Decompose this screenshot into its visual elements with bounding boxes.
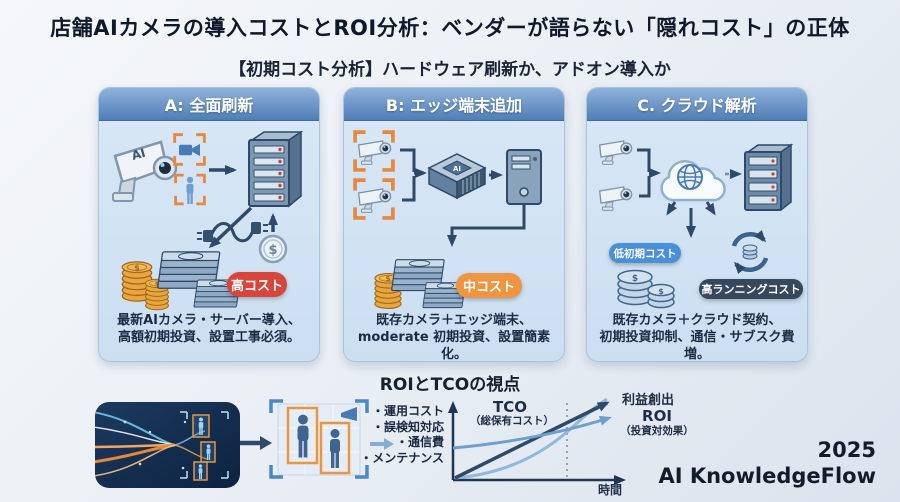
checklist-item: ・メンテナンス — [360, 450, 444, 465]
desc-line: 初期投資抑制、通信・サブスク費増。 — [599, 330, 795, 362]
hidden-cost-checklist: ・運用コスト ・誤検知対応 ・通信費 ・メンテナンス — [348, 404, 444, 466]
pc-tower-icon — [506, 149, 542, 205]
roi-label-block: ROI （投資対効果） — [620, 408, 694, 438]
data-stream-image — [95, 402, 240, 488]
sync-subscription-icon — [731, 229, 769, 275]
stream-detection-boxes — [180, 411, 229, 481]
footer-brand: AI KnowledgeFlow — [658, 464, 876, 488]
person-glyph-icon — [186, 176, 194, 204]
checklist-item: ・運用コスト — [371, 404, 444, 418]
roi-tco-chart — [448, 397, 626, 485]
corner-brackets — [269, 399, 369, 479]
cost-badge-low-initial: 低初期コスト — [609, 243, 681, 263]
dollar-coin-icon: $ — [258, 234, 288, 264]
tco-label: TCO — [493, 398, 527, 416]
svg-text:$: $ — [658, 287, 664, 296]
camera-icon — [598, 140, 633, 212]
desc-line: 高額初期投資、設置工事必須。 — [117, 330, 300, 345]
arrow-cloud-down-left — [666, 201, 678, 216]
server-rack-icon — [744, 143, 794, 212]
ai-camera-icon: AI — [112, 140, 178, 202]
people-detection-icon — [269, 399, 369, 479]
power-cable-icon — [197, 222, 268, 243]
cost-badge-mid: 中コスト — [456, 273, 522, 298]
panel-a-description: 最新AIカメラ・サーバー導入、 高額初期投資、設置工事必須。 — [104, 312, 314, 346]
panel-b-header: B: エッジ端末追加 — [344, 88, 564, 121]
profit-line — [454, 401, 610, 480]
time-axis-label: 時間 — [597, 483, 622, 497]
coin-stack-icon: $ $ — [617, 269, 675, 309]
flag-icon — [341, 407, 357, 421]
page-title: 店舗AIカメラの導入コストとROI分析：ベンダーが語らない「隠れコスト」の正体 — [50, 16, 850, 40]
detection-frame-icon — [173, 133, 206, 206]
panel-full-renewal: A: 全面刷新 AI — [98, 87, 320, 362]
connector-lines — [637, 148, 651, 198]
page-subtitle: 【初期コスト分析】ハードウェア刷新か、アドオン導入か — [229, 60, 671, 80]
panel-c-illustration: $ $ — [598, 140, 794, 309]
panel-a-illustration: AI — [112, 130, 304, 311]
video-glyph-icon — [179, 143, 200, 157]
section-title: ROIとTCOの視点 — [379, 375, 521, 395]
checklist-item: ・通信費 — [395, 435, 444, 449]
roi-label: ROI — [642, 407, 672, 425]
panel-cloud-analysis: C. クラウド解析 — [586, 87, 808, 362]
profit-label: 利益創出 — [622, 393, 675, 408]
panel-c-header: C. クラウド解析 — [587, 88, 807, 121]
checklist-item: ・誤検知対応 — [371, 419, 444, 434]
panel-c-description: 既存カメラ＋クラウド契約、 初期投資抑制、通信・サブスク費増。 — [592, 312, 802, 363]
detection-box — [286, 406, 319, 465]
light-stream-lines — [95, 411, 208, 477]
svg-text:$: $ — [268, 243, 277, 258]
arrow-cloud-down-right — [704, 201, 716, 216]
cost-badge-high: 高コスト — [227, 272, 287, 297]
footer-year: 2025 — [817, 438, 876, 462]
camera-icon — [355, 132, 393, 218]
flow-arrow-icon — [240, 436, 272, 450]
camera-ai-label: AI — [130, 146, 147, 163]
tco-sublabel: （総保有コスト） — [470, 415, 554, 427]
detection-box — [319, 421, 351, 475]
desc-line: 既存カメラ＋クラウド契約、 — [612, 313, 782, 328]
panel-b-description: 既存カメラ＋エッジ端末、 moderate 初期投資、設置簡素化。 — [349, 312, 559, 363]
server-icon — [248, 130, 304, 208]
footer-brand-block: 2025 AI KnowledgeFlow — [658, 437, 876, 489]
connector-lines — [400, 148, 416, 202]
cloud-globe-icon — [660, 159, 726, 202]
panel-a-header: A: 全面刷新 — [99, 88, 319, 121]
tco-label-block: TCO （総保有コスト） — [470, 398, 554, 428]
svg-text:$: $ — [632, 274, 638, 284]
roi-line — [452, 415, 612, 450]
panel-edge-device: B: エッジ端末追加 AI — [343, 87, 565, 362]
desc-line: moderate 初期投資、設置簡素化。 — [357, 330, 551, 362]
roi-sublabel: （投資対効果） — [620, 425, 694, 437]
panel-b-illustration: AI — [344, 120, 542, 310]
arrow-pc-to-money — [447, 204, 526, 247]
desc-line: 最新AIカメラ・サーバー導入、 — [117, 313, 301, 328]
cost-badge-high-running: 高ランニングコスト — [699, 279, 803, 299]
desc-line: 既存カメラ＋エッジ端末、 — [375, 313, 532, 328]
edge-ai-label: AI — [453, 165, 461, 173]
flow-arrow-light-icon — [370, 438, 394, 450]
edge-device-icon: AI — [427, 153, 487, 200]
